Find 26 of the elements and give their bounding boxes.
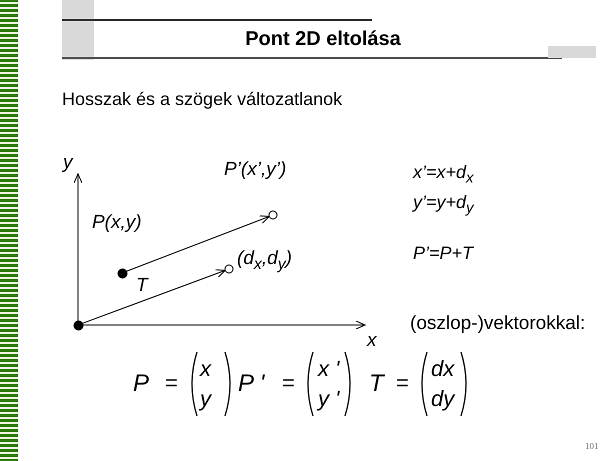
point-label: P’(x’,y’) [224, 160, 286, 179]
equation-text: x’=x+d$_{x}$ [413, 163, 474, 186]
vector-arrow [82, 269, 226, 324]
matrix-entry: x [200, 358, 211, 380]
equals-sign: = [396, 372, 409, 394]
equation-text: P’=P+T [413, 244, 474, 262]
point-label: (d$_{x}$,d$_{y}$) [237, 249, 292, 273]
matrix-entry: dx [431, 358, 454, 380]
slide-title: Pont 2D eltolása [244, 29, 402, 49]
matrix-entry: y [200, 388, 211, 410]
equals-sign: = [165, 372, 178, 394]
matrix-symbol: P ' [238, 372, 264, 396]
subtitle-text: Hosszak és a szögek változatlanok [62, 90, 342, 108]
body-text: (oszlop-)vektorokkal: [410, 314, 586, 333]
matrix-entry: x ' [318, 358, 340, 380]
equation-text: y’=y+d$_{y}$ [413, 193, 474, 216]
page-number: 101 [585, 442, 598, 451]
point-label: P(x,y) [92, 213, 142, 232]
matrix-entry: y ' [318, 388, 340, 410]
vector-arrow [126, 215, 270, 272]
axis-label: x [367, 331, 376, 350]
matrix-symbol: T [369, 372, 384, 396]
equals-sign: = [282, 372, 295, 394]
matrix-entry: dy [431, 388, 454, 410]
matrix-symbol: P [133, 372, 150, 396]
axis-label: y [63, 153, 72, 172]
